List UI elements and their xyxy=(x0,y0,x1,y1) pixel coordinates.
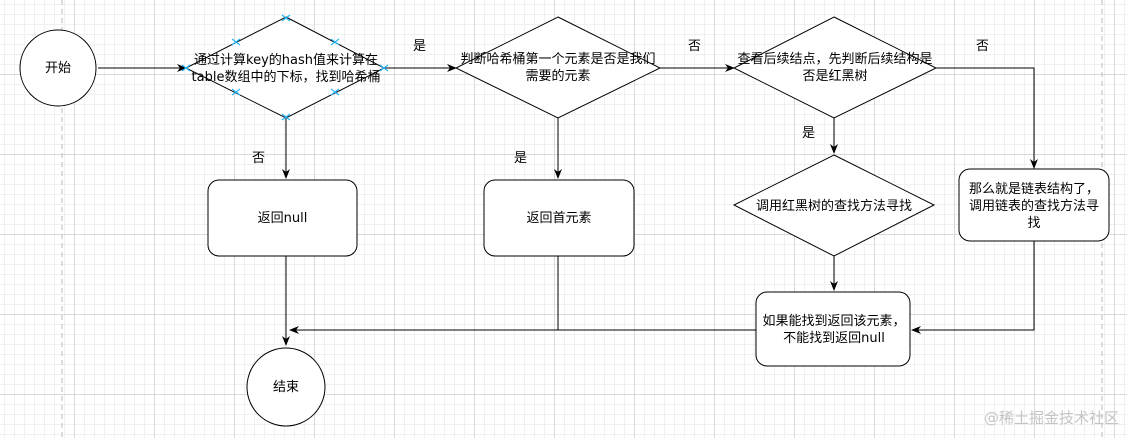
return-first-box xyxy=(483,179,635,257)
check-next-decision xyxy=(732,16,938,119)
edge-label-no: 否 xyxy=(252,151,266,166)
find-result-box xyxy=(755,291,911,367)
rbtree-search-label: 调用红黑树的查找方法寻找 xyxy=(755,198,912,214)
selection-handle xyxy=(379,64,389,72)
return-null-label: 返回null xyxy=(257,210,308,226)
selection-handle xyxy=(281,14,291,22)
selection-handle xyxy=(231,88,241,96)
watermark: @稀土掘金技术社区 xyxy=(983,409,1119,427)
edge-label-yes: 是 xyxy=(802,126,816,141)
edge-label-no: 否 xyxy=(688,39,702,54)
edge-label-no: 否 xyxy=(976,39,990,54)
linked-list-search-box xyxy=(958,168,1110,242)
find-result-label: 如果能找到返回该元素，不能找到返回null xyxy=(762,314,906,346)
return-first-label: 返回首元素 xyxy=(526,210,592,226)
edge-list-to-result xyxy=(911,241,1035,334)
check-next-label: 查看后续结点，先判断后续结构是否是红黑树 xyxy=(737,52,933,84)
check-first-label: 判断哈希桶第一个元素是否是我们需要的元素 xyxy=(460,52,656,84)
start-label: 开始 xyxy=(44,60,71,76)
return-null-box xyxy=(207,179,358,257)
selection-handle xyxy=(330,38,340,46)
selection-handle xyxy=(181,64,191,72)
compute-index-label: 通过计算key的hash值来计算在table数组中的下标，找到哈希桶 xyxy=(191,53,381,85)
selection-handle xyxy=(330,88,340,96)
rbtree-search-decision xyxy=(732,154,936,257)
selection-handle xyxy=(231,38,241,46)
edge-label-yes: 是 xyxy=(514,151,528,166)
check-first-decision xyxy=(454,16,662,119)
edge-label-yes: 是 xyxy=(413,39,427,54)
start-node xyxy=(19,29,97,107)
selection-handle xyxy=(281,113,291,121)
linked-list-search-label: 那么就是链表结构了，调用链表的查找方法寻找 xyxy=(968,181,1099,231)
edge-next-to-list xyxy=(936,67,1038,169)
end-label: 结束 xyxy=(272,379,299,395)
end-node xyxy=(246,347,326,427)
